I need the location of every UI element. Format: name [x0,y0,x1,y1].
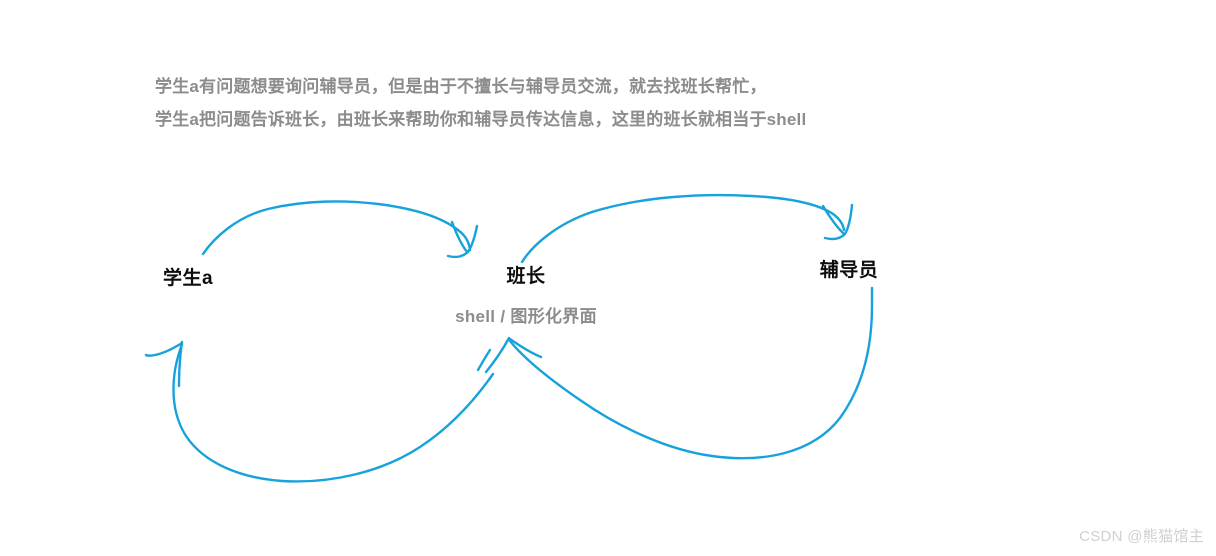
node-student-label: 学生a [162,268,214,289]
node-student[interactable]: 学生a [163,263,213,290]
arrow-monitor-to-counselor-icon [520,193,854,264]
node-counselor-label: 辅导员 [819,260,879,281]
node-counselor[interactable]: 辅导员 [820,255,879,282]
node-monitor-label: 班长 [506,266,546,287]
description-line-1: 学生a有问题想要询问辅导员，但是由于不擅长与辅导员交流，就去找班长帮忙， [155,77,767,96]
arrow-student-to-monitor-icon [201,200,479,259]
description-text: 学生a有问题想要询问辅导员，但是由于不擅长与辅导员交流，就去找班长帮忙， 学生a… [155,70,955,136]
node-monitor[interactable]: 班长 shell / 图形化界面 [455,261,597,327]
node-monitor-subtitle: shell / 图形化界面 [455,307,597,326]
arrow-counselor-to-monitor-icon [476,286,874,460]
watermark: CSDN @熊猫馆主 [1079,528,1204,545]
arrow-monitor-to-student-icon [144,340,495,483]
description-line-2: 学生a把问题告诉班长，由班长来帮助你和辅导员传达信息，这里的班长就相当于shel… [155,110,807,129]
